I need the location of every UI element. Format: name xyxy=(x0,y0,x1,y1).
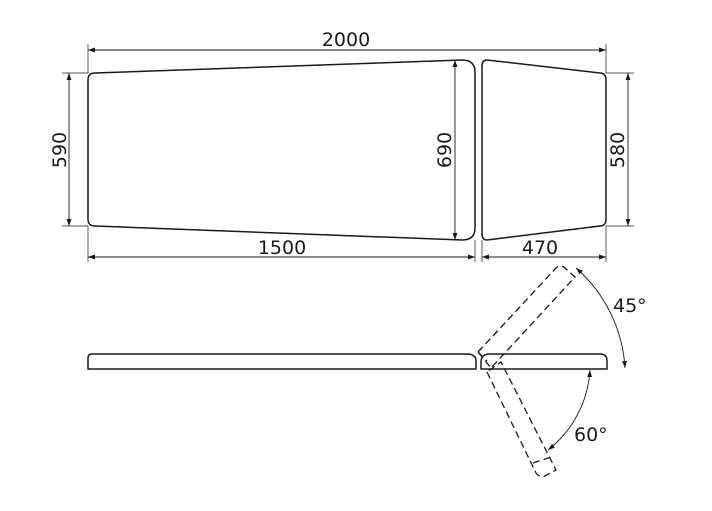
left-width-label: 590 xyxy=(49,132,71,168)
head-lowered-60-outline xyxy=(486,361,557,478)
angle-45-label: 45° xyxy=(613,295,647,317)
head-section-side-profile xyxy=(480,353,608,370)
head-raised-45-outline xyxy=(477,265,576,369)
angle-45-arc xyxy=(575,267,628,369)
middle-width-label: 690 xyxy=(434,132,456,168)
head-section-outline xyxy=(481,59,607,241)
angle-60-label: 60° xyxy=(574,424,608,446)
main-section-outline xyxy=(87,59,476,241)
top-view: 2000 1500 470 590 690 580 xyxy=(49,29,634,262)
angle-60-arc xyxy=(547,369,593,451)
total-length-label: 2000 xyxy=(322,29,370,51)
main-length-label: 1500 xyxy=(258,237,306,259)
head-length-label: 470 xyxy=(522,237,558,259)
main-section-side-profile xyxy=(87,353,477,370)
right-width-label: 580 xyxy=(607,132,629,168)
side-view: 45° 60° xyxy=(87,265,647,478)
